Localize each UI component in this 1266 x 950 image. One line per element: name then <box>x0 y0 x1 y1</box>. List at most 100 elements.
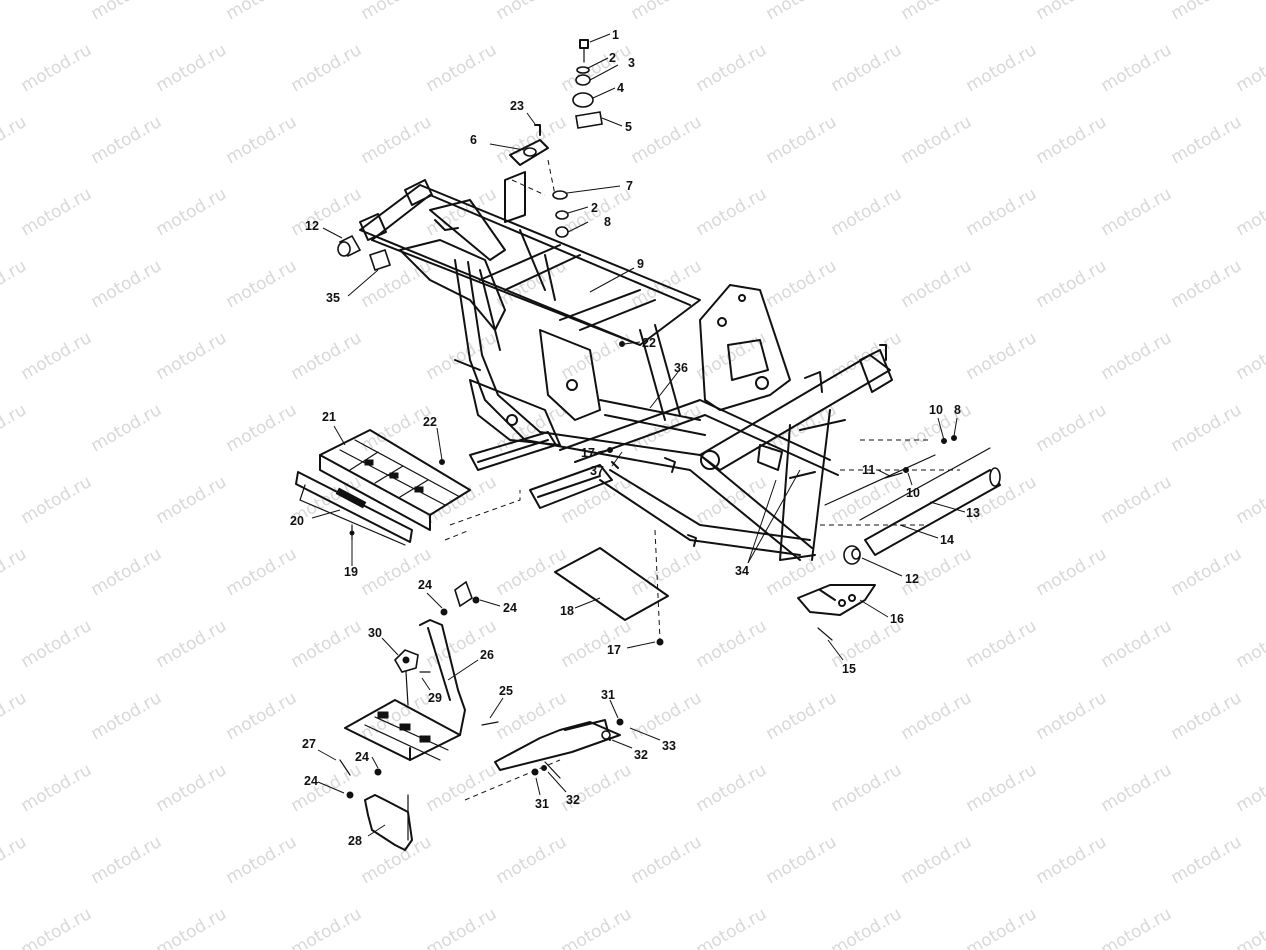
watermark-text-162: motod.ru <box>693 760 771 816</box>
callout-27: 27 <box>302 737 316 751</box>
callout-13: 13 <box>966 506 980 520</box>
callout-8b: 8 <box>954 403 961 417</box>
watermark-text-58: motod.ru <box>1168 112 1246 168</box>
watermark-text-169: motod.ru <box>0 832 30 888</box>
watermark-text-37: motod.ru <box>18 40 96 96</box>
watermark-text-171: motod.ru <box>223 832 301 888</box>
watermark-text-166: motod.ru <box>1233 760 1266 816</box>
watermark-text-141: motod.ru <box>1098 616 1176 672</box>
callout-31b: 31 <box>535 797 549 811</box>
watermark-text-164: motod.ru <box>963 760 1041 816</box>
watermark-text-136: motod.ru <box>423 616 501 672</box>
watermark-text-184: motod.ru <box>423 904 501 950</box>
callout-35: 35 <box>326 291 340 305</box>
lever-28 <box>339 759 413 851</box>
watermark-text-34: motod.ru <box>1168 0 1246 24</box>
rear-axle-tube <box>820 439 1001 556</box>
watermark-text-160: motod.ru <box>423 760 501 816</box>
callout-24: 24 <box>418 578 432 592</box>
callout-7: 7 <box>626 179 633 193</box>
callout-2b: 2 <box>591 201 598 215</box>
watermark-text-181: motod.ru <box>18 904 96 950</box>
switch-30 <box>393 649 431 706</box>
callout-3: 3 <box>628 56 635 70</box>
callout-10: 10 <box>929 403 943 417</box>
callout-9: 9 <box>637 257 644 271</box>
callout-33: 33 <box>662 739 676 753</box>
callout-31: 31 <box>601 688 615 702</box>
watermark-text-188: motod.ru <box>963 904 1041 950</box>
watermark-text-98: motod.ru <box>88 400 166 456</box>
watermark-text-145: motod.ru <box>0 688 30 744</box>
watermark-text-172: motod.ru <box>358 832 436 888</box>
watermark-text-106: motod.ru <box>1168 400 1246 456</box>
watermark-text-76: motod.ru <box>358 256 436 312</box>
main-frame <box>359 179 893 561</box>
watermark-text-39: motod.ru <box>288 40 366 96</box>
footrest-21 <box>319 429 471 531</box>
watermark-text-126: motod.ru <box>628 544 706 600</box>
watermark-text-113: motod.ru <box>558 472 636 528</box>
callout-21: 21 <box>322 410 336 424</box>
watermark-text-70: motod.ru <box>1233 184 1266 240</box>
watermark-text-187: motod.ru <box>828 904 906 950</box>
callout-20: 20 <box>290 514 304 528</box>
label-35-plate <box>368 248 392 272</box>
watermark-text-101: motod.ru <box>493 400 571 456</box>
watermark-text-178: motod.ru <box>1168 832 1246 888</box>
skid-plate-18 <box>554 529 669 646</box>
watermark-text-42: motod.ru <box>693 40 771 96</box>
watermark-text-61: motod.ru <box>18 184 96 240</box>
watermark-text-133: motod.ru <box>18 616 96 672</box>
watermark-text-54: motod.ru <box>628 112 706 168</box>
watermark-text-170: motod.ru <box>88 832 166 888</box>
watermark-text-158: motod.ru <box>153 760 231 816</box>
watermark-text-79: motod.ru <box>763 256 841 312</box>
watermark-text-82: motod.ru <box>1168 256 1246 312</box>
watermark-text-92: motod.ru <box>963 328 1041 384</box>
watermark-text-105: motod.ru <box>1033 400 1111 456</box>
callout-32b: 32 <box>566 793 580 807</box>
watermark-text-63: motod.ru <box>288 184 366 240</box>
watermark-text-93: motod.ru <box>1098 328 1176 384</box>
callout-17b: 17 <box>607 643 621 657</box>
watermark-text-67: motod.ru <box>828 184 906 240</box>
watermark-text-163: motod.ru <box>828 760 906 816</box>
watermark-text-140: motod.ru <box>963 616 1041 672</box>
callout-29: 29 <box>428 691 442 705</box>
watermark-text-122: motod.ru <box>88 544 166 600</box>
watermark-text-55: motod.ru <box>763 112 841 168</box>
watermark-text-130: motod.ru <box>1168 544 1246 600</box>
watermark-text-73: motod.ru <box>0 256 30 312</box>
watermark-text-40: motod.ru <box>423 40 501 96</box>
watermark-text-161: motod.ru <box>558 760 636 816</box>
watermark-text-33: motod.ru <box>1033 0 1111 24</box>
watermark-text-56: motod.ru <box>898 112 976 168</box>
callout-26: 26 <box>480 648 494 662</box>
callout-28: 28 <box>348 834 362 848</box>
callout-30: 30 <box>368 626 382 640</box>
callout-24b: 24 <box>503 601 517 615</box>
watermark-text-29: motod.ru <box>493 0 571 24</box>
watermark-text-129: motod.ru <box>1033 544 1111 600</box>
callout-18: 18 <box>560 604 574 618</box>
watermark-text-138: motod.ru <box>693 616 771 672</box>
callout-8: 8 <box>604 215 611 229</box>
watermark-text-99: motod.ru <box>223 400 301 456</box>
watermark-text-38: motod.ru <box>153 40 231 96</box>
callout-12: 12 <box>305 219 319 233</box>
callout-10b: 10 <box>906 486 920 500</box>
watermark-text-97: motod.ru <box>0 400 30 456</box>
watermark-text-125: motod.ru <box>493 544 571 600</box>
callout-25: 25 <box>499 684 513 698</box>
rod-26 <box>419 619 466 736</box>
bracket-16 <box>797 584 876 641</box>
watermark-text-52: motod.ru <box>358 112 436 168</box>
watermark-text-30: motod.ru <box>628 0 706 24</box>
callout-22b: 22 <box>423 415 437 429</box>
watermark-text-177: motod.ru <box>1033 832 1111 888</box>
callout-11: 11 <box>862 463 875 477</box>
watermark-text-88: motod.ru <box>423 328 501 384</box>
